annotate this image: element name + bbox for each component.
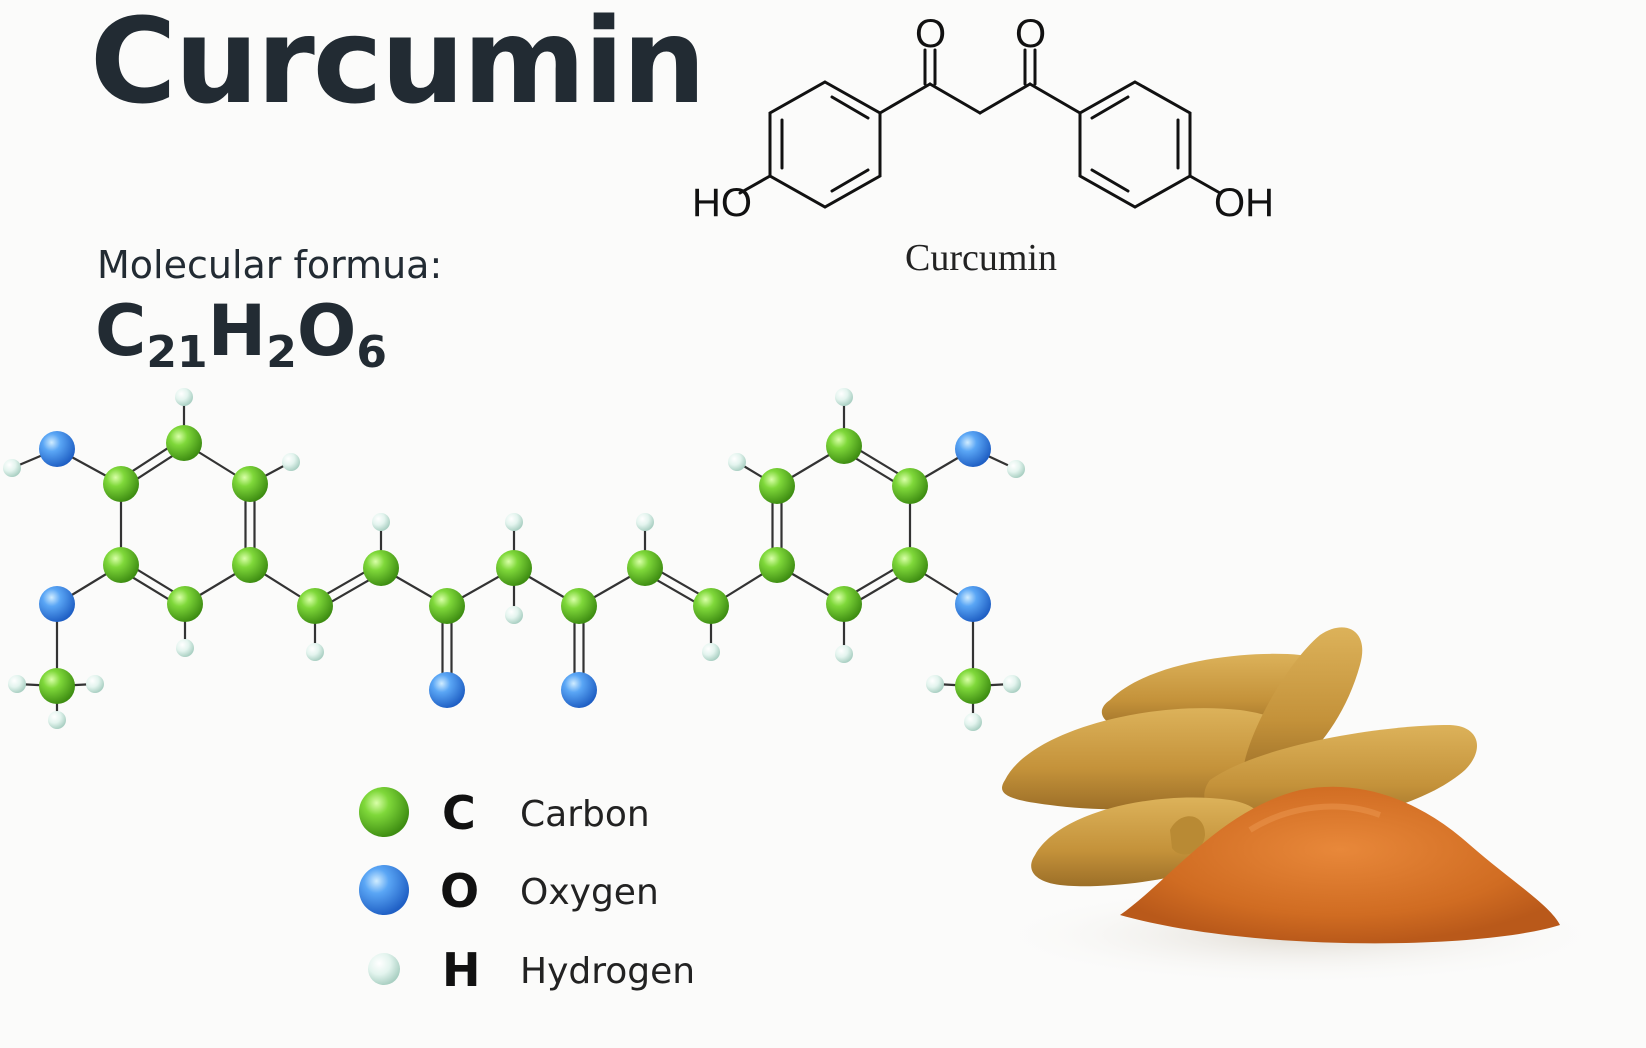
hydrogen-atom (505, 513, 523, 531)
legend: C Carbon O Oxygen H Hydrogen (359, 786, 695, 997)
oxygen-atom (955, 586, 991, 622)
formula-hydrogen: H (207, 290, 267, 372)
oxygen-atom (429, 672, 465, 708)
hydrogen-atom (175, 388, 193, 406)
structure-hydroxyl-right: OH (1214, 181, 1274, 225)
carbon-atom (759, 468, 795, 504)
legend-item-carbon: C Carbon (359, 786, 650, 840)
carbon-atom (826, 428, 862, 464)
formula-carbon-count: 21 (146, 327, 208, 378)
hydrogen-atom (176, 639, 194, 657)
legend-carbon-symbol: C (442, 786, 476, 840)
carbon-atom (103, 466, 139, 502)
hydrogen-atom (964, 713, 982, 731)
hydrogen-atom (1003, 675, 1021, 693)
hydrogen-atom (835, 645, 853, 663)
hydrogen-atom (8, 675, 26, 693)
carbon-atom (561, 588, 597, 624)
oxygen-atom (955, 431, 991, 467)
carbon-atom (39, 668, 75, 704)
formula-carbon: C (95, 290, 147, 372)
carbon-atom (232, 466, 268, 502)
hydrogen-atom (282, 453, 300, 471)
structure-hydroxyl-left: HO (692, 181, 752, 225)
carbon-atom (103, 547, 139, 583)
formula-hydrogen-count: 2 (266, 327, 297, 378)
hydrogen-atom (3, 459, 21, 477)
carbon-atom (892, 468, 928, 504)
hydrogen-atom (306, 643, 324, 661)
hydrogen-atom (728, 453, 746, 471)
legend-hydrogen-name: Hydrogen (520, 951, 695, 992)
formula-oxygen: O (296, 290, 357, 372)
carbon-atom (166, 425, 202, 461)
hydrogen-atom (835, 388, 853, 406)
carbon-atom (167, 586, 203, 622)
molecule-atoms (3, 388, 1025, 731)
carbon-atom (826, 586, 862, 622)
hydrogen-atom (372, 513, 390, 531)
page-title: Curcumin (90, 0, 706, 130)
turmeric-image (990, 627, 1610, 985)
structure-oxygen-left: O (915, 12, 946, 56)
carbon-atom (693, 588, 729, 624)
skeletal-structure (738, 48, 1222, 209)
carbon-atom (892, 547, 928, 583)
structure-caption: Curcumin (905, 237, 1057, 279)
legend-carbon-name: Carbon (520, 794, 650, 835)
legend-oxygen-symbol: O (440, 864, 479, 918)
carbon-atom (297, 588, 333, 624)
hydrogen-atom (1007, 460, 1025, 478)
legend-item-hydrogen: H Hydrogen (368, 943, 695, 997)
formula-label: Molecular formua: (97, 243, 443, 287)
oxygen-atom (39, 586, 75, 622)
legend-item-oxygen: O Oxygen (359, 864, 659, 918)
carbon-atom (429, 588, 465, 624)
oxygen-atom (39, 431, 75, 467)
carbon-atom (232, 547, 268, 583)
hydrogen-atom (926, 675, 944, 693)
hydrogen-atom (505, 606, 523, 624)
carbon-atom (363, 550, 399, 586)
formula-oxygen-count: 6 (356, 327, 387, 378)
oxygen-atom (561, 672, 597, 708)
carbon-atom (955, 668, 991, 704)
legend-oxygen-name: Oxygen (520, 872, 659, 913)
carbon-atom (496, 550, 532, 586)
carbon-atom (627, 550, 663, 586)
structure-oxygen-right: O (1015, 12, 1046, 56)
legend-carbon-swatch (359, 787, 409, 837)
hydrogen-atom (702, 643, 720, 661)
legend-hydrogen-symbol: H (442, 943, 481, 997)
hydrogen-atom (636, 513, 654, 531)
legend-oxygen-swatch (359, 865, 409, 915)
hydrogen-atom (86, 675, 104, 693)
carbon-atom (759, 547, 795, 583)
hydrogen-atom (48, 711, 66, 729)
molecular-formula: C21H2O6 (95, 286, 387, 398)
legend-hydrogen-swatch (368, 953, 400, 985)
